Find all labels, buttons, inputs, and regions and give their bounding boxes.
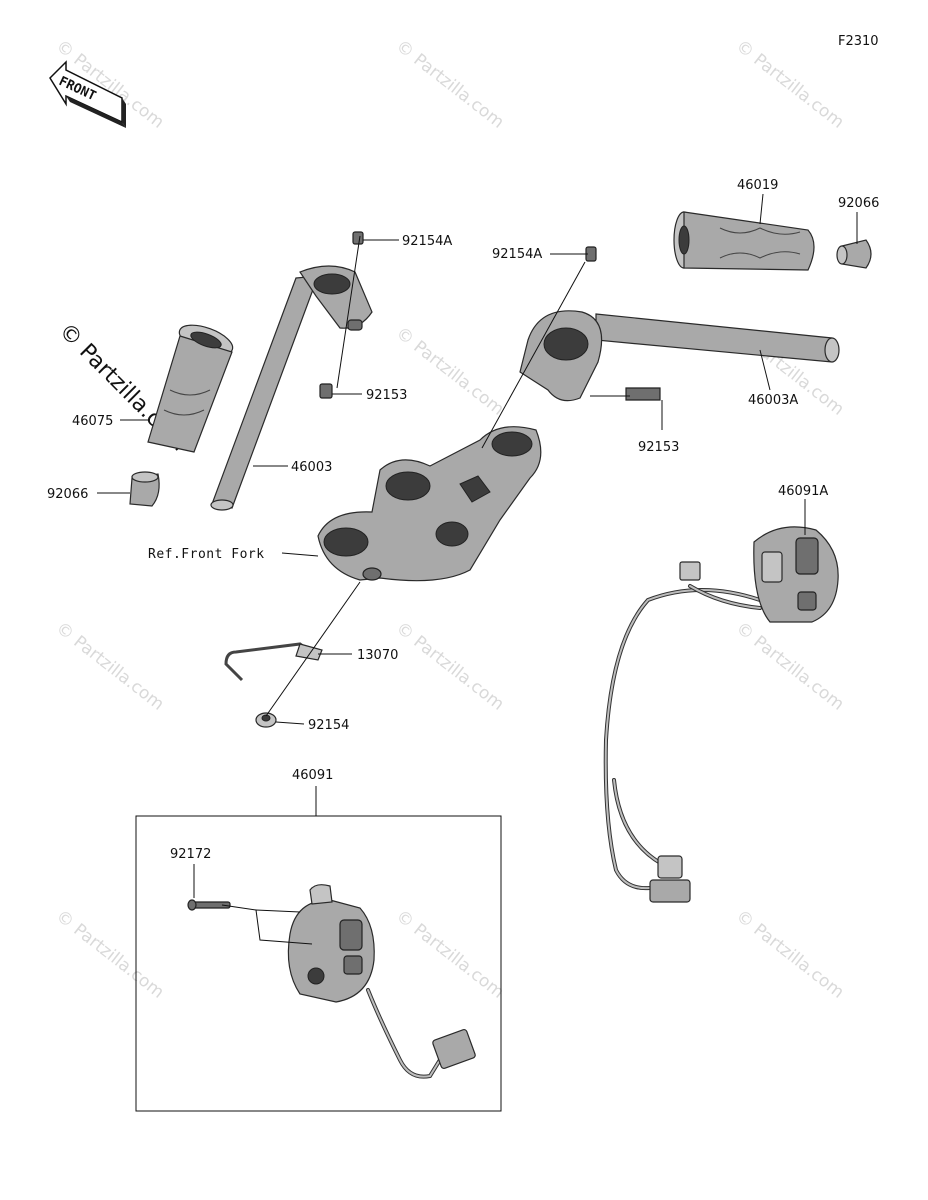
bolt-92154 — [255, 712, 277, 728]
label-46003: 46003 — [291, 460, 332, 475]
label-92066-right: 92066 — [838, 196, 879, 211]
switch-46091 — [187, 884, 476, 1079]
label-46003A: 46003A — [748, 393, 798, 408]
bolt-92153-left — [319, 383, 333, 399]
watermark: © Partzilla.com — [392, 36, 508, 133]
bolt-92153-right — [625, 387, 661, 401]
watermark: © Partzilla.com — [732, 906, 848, 1003]
watermark: © Partzilla.com — [392, 323, 508, 420]
bolt-92154A-left — [352, 231, 364, 245]
bar-end-92066-right — [836, 239, 872, 269]
label-92172: 92172 — [170, 847, 211, 862]
label-92154A-left: 92154A — [402, 234, 452, 249]
leader-lines — [97, 193, 858, 945]
label-92066-left: 92066 — [47, 487, 88, 502]
bar-end-92066-left — [129, 471, 160, 507]
label-13070: 13070 — [357, 648, 398, 663]
label-92154A-right: 92154A — [492, 247, 542, 262]
triple-clamp — [317, 426, 542, 582]
figure-code: F2310 — [838, 34, 879, 49]
label-46091: 46091 — [292, 768, 333, 783]
watermark: © Partzilla.com — [392, 906, 508, 1003]
label-92153-left: 92153 — [366, 388, 407, 403]
label-46019: 46019 — [737, 178, 778, 193]
switch-46091-box — [135, 815, 502, 1112]
front-arrow-icon: FRONT — [49, 60, 126, 128]
watermark: © Partzilla.com — [52, 906, 168, 1003]
handlebar-46003 — [210, 265, 373, 511]
label-ref-front-fork: Ref.Front Fork — [148, 547, 265, 562]
watermark: © Partzilla.com — [392, 618, 508, 715]
label-92153-right: 92153 — [638, 440, 679, 455]
grip-46019 — [673, 211, 815, 271]
label-46091A: 46091A — [778, 484, 828, 499]
grip-46075 — [147, 324, 234, 453]
label-92154: 92154 — [308, 718, 349, 733]
handlebar-46003A — [519, 310, 840, 402]
switch-46091A — [603, 526, 839, 903]
watermark: © Partzilla.com — [732, 36, 848, 133]
watermark: © Partzilla.com — [52, 618, 168, 715]
clamp-13070 — [224, 642, 323, 682]
label-46075: 46075 — [72, 414, 113, 429]
watermark: © Partzilla.com — [732, 618, 848, 715]
